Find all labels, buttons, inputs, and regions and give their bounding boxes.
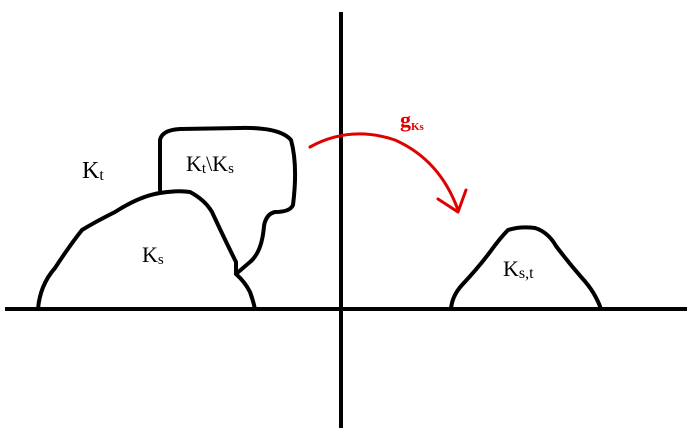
region-ks (36, 189, 257, 311)
map-arrowhead-icon (436, 188, 468, 214)
label-kt-minus-ks: Kt\Ks (186, 151, 234, 177)
label-kst: Ks,t (503, 256, 534, 282)
region-kst (449, 225, 603, 311)
region-kt-minus-ks (158, 125, 298, 276)
label-ks: Ks (142, 242, 164, 268)
map-arrow (308, 132, 460, 212)
label-kt: Kt (82, 158, 104, 184)
label-map-g: gKs (400, 107, 425, 133)
